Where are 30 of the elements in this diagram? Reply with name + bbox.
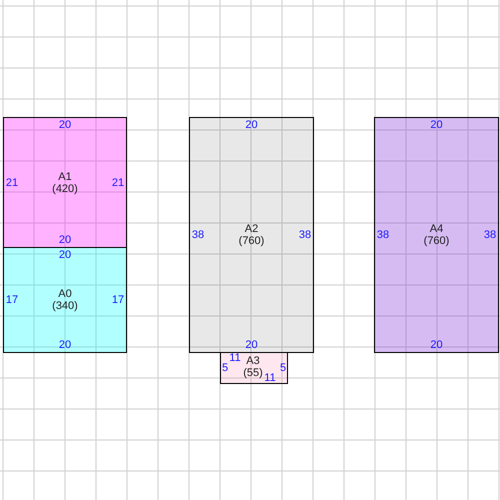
dimension-label: 20 (58, 234, 72, 246)
dimension-label: 20 (430, 119, 443, 131)
dimension-label: 20 (430, 339, 443, 351)
dimension-label: 11 (229, 352, 241, 364)
area-label: A4 (760) (424, 223, 450, 247)
dimension-label: 38 (298, 229, 312, 241)
area-label: A3 (55) (243, 355, 263, 379)
area-rectangle (3, 247, 127, 353)
dimension-label: 38 (376, 229, 390, 241)
dimension-label: 20 (245, 339, 258, 351)
dimension-label: 11 (264, 372, 276, 384)
dimension-label: 20 (58, 119, 72, 131)
dimension-label: 17 (112, 294, 124, 306)
dimension-label: 20 (245, 119, 258, 131)
area-rectangle (374, 117, 499, 353)
area-label: A1 (420) (52, 170, 78, 194)
dimension-label: 20 (58, 339, 72, 351)
dimension-label: 5 (280, 362, 286, 374)
dimension-label: 5 (222, 362, 228, 374)
dimension-label: 21 (6, 176, 18, 188)
area-rectangle (189, 117, 314, 353)
area-label: A2 (760) (238, 223, 264, 247)
dimension-label: 20 (58, 249, 72, 261)
dimension-label: 38 (192, 229, 204, 241)
dimension-label: 21 (112, 176, 124, 188)
area-label: A0 (340) (52, 288, 78, 312)
area-rectangle (220, 352, 288, 384)
dimension-label: 17 (6, 294, 18, 306)
area-rectangle (3, 117, 127, 248)
dimension-label: 38 (484, 229, 496, 241)
